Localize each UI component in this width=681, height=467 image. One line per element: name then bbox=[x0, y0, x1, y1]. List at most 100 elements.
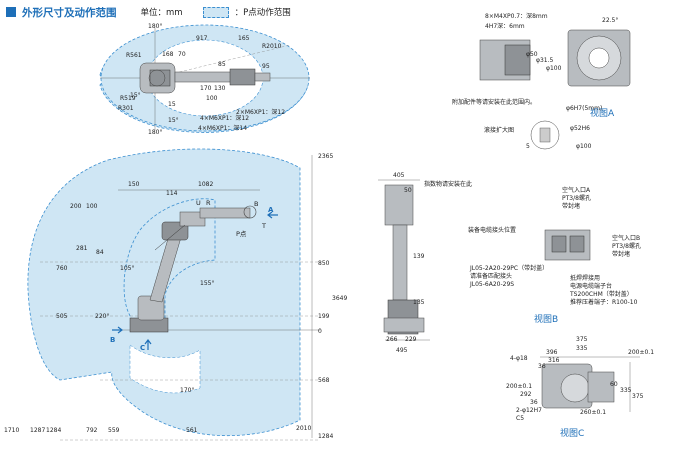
view-a-dim-100b: φ100 bbox=[576, 143, 592, 150]
view-c-dim-316: 316 bbox=[548, 357, 560, 364]
top-dim-r519: R519 bbox=[120, 95, 136, 102]
view-b-dim-229: 229 bbox=[405, 336, 417, 343]
view-a-note-h7: 4H7深：6mm bbox=[485, 22, 525, 30]
view-a-caption: 视图A bbox=[590, 107, 615, 119]
side-dim-2365: 2365 bbox=[318, 153, 333, 160]
side-dim-1710: 1710 bbox=[4, 427, 19, 434]
view-c: 375 335 200±0.1 396 316 36 200±0.1 292 3… bbox=[506, 336, 654, 439]
top-dim-100: 100 bbox=[206, 95, 218, 102]
axis-label-b-wrist: B bbox=[254, 200, 258, 208]
top-dim-917: 917 bbox=[196, 35, 208, 42]
side-dim-850: 850 bbox=[318, 260, 330, 267]
legend-label: ：P点动作范围 bbox=[234, 8, 291, 18]
view-a-dim-50: φ50 bbox=[526, 51, 538, 58]
view-b-caption: 视图B bbox=[534, 313, 558, 325]
view-b-note-terminal: 电源电缆端子台 bbox=[570, 282, 612, 290]
view-b-note-ts200: TS200CHM（带封盖） bbox=[569, 290, 633, 298]
view-c-dim-292: 292 bbox=[520, 391, 532, 398]
side-dim-561: 561 bbox=[186, 427, 198, 434]
side-view: 150 1082 114 200 100 2365 850 199 0 568 … bbox=[4, 148, 347, 441]
view-c-dim-375-top: 375 bbox=[576, 336, 588, 343]
view-b-note-air-b: 空气入口B bbox=[612, 234, 640, 242]
view-a-dim-31-5: φ31.5 bbox=[536, 57, 554, 64]
top-dim-168: 168 bbox=[162, 51, 174, 58]
view-c-dim-200-left: 200±0.1 bbox=[506, 383, 532, 390]
side-dim-792: 792 bbox=[86, 427, 98, 434]
view-a-dim-6h7: φ6H7(5mm) bbox=[566, 105, 602, 112]
top-dim-70: 70 bbox=[178, 51, 186, 58]
top-dim-r561: R561 bbox=[126, 52, 142, 59]
unit-label: 单位：mm bbox=[140, 8, 183, 18]
side-dim-1287: 1287 bbox=[30, 427, 45, 434]
axis-label-t: T bbox=[261, 222, 266, 230]
view-b-note-connector-pos: 装备电缆接头位置 bbox=[468, 226, 516, 234]
view-b-note-match: 请准备匹配接头 bbox=[470, 272, 512, 280]
view-c-dim-396: 396 bbox=[546, 349, 558, 356]
side-dim-1082: 1082 bbox=[198, 181, 213, 188]
top-note-m6-12b: 4×M6XP1：深12 bbox=[200, 114, 249, 122]
view-b-note-jl05-pc: JL05-2A20-29PC（带封盖） bbox=[469, 264, 548, 272]
side-dim-3649: 3649 bbox=[332, 295, 347, 302]
top-dim-r2010: R2010 bbox=[262, 43, 282, 50]
view-c-dim-260: 260±0.1 bbox=[580, 409, 606, 416]
top-dim-r301: R301 bbox=[118, 105, 134, 112]
view-b-dim-495: 495 bbox=[396, 347, 408, 354]
view-a-dim-100: φ100 bbox=[546, 65, 562, 72]
view-a-angle-22-5: 22.5° bbox=[602, 17, 618, 24]
side-angle-105: 105° bbox=[120, 265, 134, 272]
view-b-dim-139: 139 bbox=[413, 253, 425, 260]
top-dim-85: 85 bbox=[218, 61, 226, 68]
view-b-detail: 指数物请安装在此 装备电缆接头位置 JL05-2A20-29PC（带封盖） 请准… bbox=[424, 180, 641, 325]
view-a-note-mount-range: 附加配件等请安装在此范围内。 bbox=[452, 98, 536, 106]
axis-label-u: U bbox=[196, 199, 201, 207]
side-dim-1284-right: 1284 bbox=[318, 433, 333, 440]
view-b-note-index: 指数物请安装在此 bbox=[424, 180, 472, 188]
view-b-note-air-b-plug: 带封堵 bbox=[612, 250, 630, 258]
top-note-m6-14: 4×M6XP1：深14 bbox=[198, 124, 247, 132]
page-header: 外形尺寸及动作范围 单位：mm ：P点动作范围 bbox=[6, 5, 291, 19]
view-b-dim-266: 266 bbox=[386, 336, 398, 343]
view-c-dim-36b: 36 bbox=[530, 399, 538, 406]
view-c-dim-c5: C5 bbox=[516, 415, 524, 422]
side-dim-568: 568 bbox=[318, 377, 330, 384]
view-a-note-m4: 8×M4XP0.7：深8mm bbox=[485, 12, 548, 20]
side-angle-155: 155° bbox=[200, 280, 214, 287]
view-c-dim-2-12h7: 2-φ12H7 bbox=[516, 407, 542, 414]
view-c-dim-335-right: 335 bbox=[620, 387, 632, 394]
side-dim-84: 84 bbox=[96, 249, 104, 256]
view-b-note-air-a-pt: PT3/8螺孔 bbox=[562, 194, 591, 202]
top-angle-180-top: 180° bbox=[148, 23, 162, 30]
view-a: 8×M4XP0.7：深8mm 4H7深：6mm 附加配件等请安装在此范围内。 滚… bbox=[452, 12, 631, 150]
side-angle-220: 220° bbox=[95, 313, 109, 320]
side-dim-199: 199 bbox=[318, 313, 330, 320]
view-b-note-crimp: 推荐压着端子：R100-10 bbox=[570, 298, 638, 306]
view-b-dim-405: 405 bbox=[393, 172, 405, 179]
top-dim-15: 15 bbox=[168, 101, 176, 108]
view-c-dim-200-top: 200±0.1 bbox=[628, 349, 654, 356]
view-b-note-jl05-s: JL05-6A20-29S bbox=[469, 281, 514, 288]
top-dim-165: 165 bbox=[238, 35, 250, 42]
view-b-note-weld: 抵焊焊接用 bbox=[570, 274, 600, 282]
side-dim-1284-left: 1284 bbox=[46, 427, 61, 434]
view-b-arrow-icon bbox=[112, 326, 123, 334]
side-dim-2010: 2010 bbox=[296, 425, 311, 432]
view-arrow-a-label: A bbox=[268, 206, 274, 214]
view-b-dim-50: 50 bbox=[404, 187, 412, 194]
axis-label-r: R bbox=[206, 199, 211, 207]
side-dim-114: 114 bbox=[166, 190, 178, 197]
side-dim-505: 505 bbox=[56, 313, 68, 320]
side-dim-0: 0 bbox=[318, 328, 322, 335]
side-dim-100: 100 bbox=[86, 203, 98, 210]
view-a-note-enlarged: 滚接扩大图 bbox=[484, 126, 514, 134]
view-c-arrow-icon bbox=[144, 339, 152, 350]
view-c-dim-60: 60 bbox=[610, 381, 618, 388]
view-a-dim-5: 5 bbox=[526, 143, 530, 150]
view-c-dim-335-top: 335 bbox=[576, 345, 588, 352]
view-b-note-air-a: 空气入口A bbox=[562, 186, 591, 194]
top-dim-95: 95 bbox=[262, 63, 270, 70]
top-dim-130: 130 bbox=[214, 85, 226, 92]
view-c-dim-375-right: 375 bbox=[632, 393, 644, 400]
view-b-front: 405 50 139 135 266 229 495 bbox=[378, 172, 430, 354]
view-a-arrow-icon bbox=[267, 211, 278, 219]
view-arrow-c-label: C bbox=[140, 344, 145, 352]
